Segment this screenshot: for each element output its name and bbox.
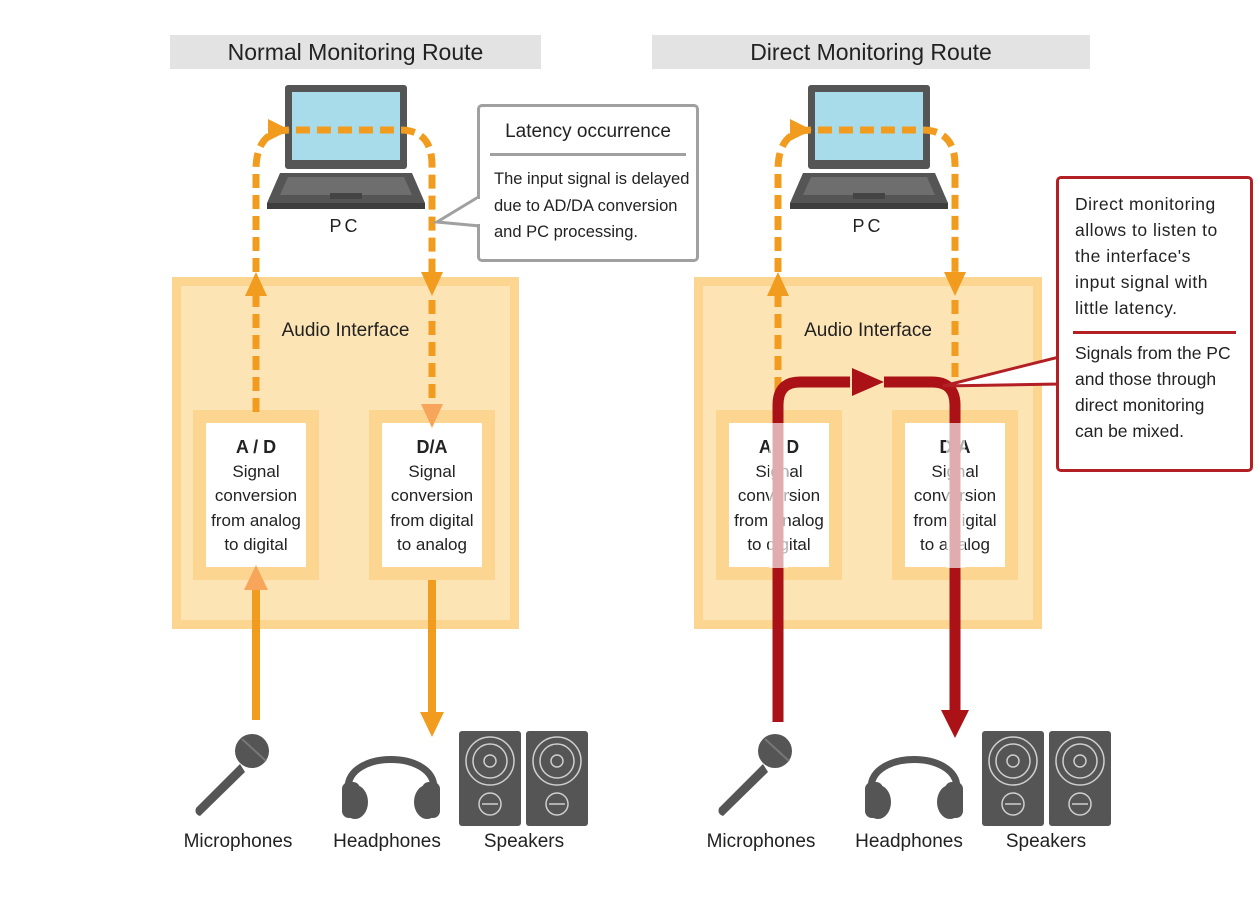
ad-line: from analog xyxy=(211,510,301,530)
direct-monitor-path xyxy=(769,368,969,738)
latency-line: The input signal is delayed xyxy=(494,170,690,188)
latency-callout: Latency occurrence The input signal is d… xyxy=(477,104,699,262)
speaker-icon-left-1 xyxy=(458,730,522,827)
speaker-icon-left-2 xyxy=(525,730,589,827)
pc-laptop-icon-right xyxy=(790,85,948,209)
latency-callout-pointer xyxy=(432,193,482,228)
microphones-label-left: Microphones xyxy=(183,831,293,852)
direct-route-title: Direct Monitoring Route xyxy=(652,35,1090,69)
direct-callout-line: Signals from the PC xyxy=(1075,343,1231,363)
normal-route-title: Normal Monitoring Route xyxy=(170,35,541,69)
microphone-icon-right xyxy=(717,733,793,817)
ad-title: A / D xyxy=(235,437,277,457)
direct-callout-line: input signal with xyxy=(1075,272,1209,292)
microphones-label-right: Microphones xyxy=(706,831,816,852)
headphones-label-right: Headphones xyxy=(855,831,963,852)
headphones-label-left: Headphones xyxy=(333,831,441,852)
audio-interface-label-right: Audio Interface xyxy=(804,320,932,341)
speakers-label-left: Speakers xyxy=(483,831,565,852)
ad-line: conversion xyxy=(214,486,298,505)
ad-line: to digital xyxy=(224,535,288,554)
da-line: Signal xyxy=(408,461,456,481)
normal-signal-path xyxy=(244,119,444,737)
direct-callout-line: the interface's xyxy=(1075,246,1191,266)
direct-callout-line: little latency. xyxy=(1075,298,1178,318)
audio-interface-label-left: Audio Interface xyxy=(281,320,410,341)
ad-line: Signal xyxy=(232,461,280,481)
latency-heading: Latency occurrence xyxy=(490,107,686,156)
da-title: D/A xyxy=(416,437,448,457)
direct-callout-line: allows to listen to xyxy=(1075,220,1218,240)
pc-signal-path xyxy=(767,119,966,412)
microphone-icon-left xyxy=(194,733,270,817)
da-converter-left: D/A Signal conversion from digital to an… xyxy=(369,410,495,580)
direct-callout-line: can be mixed. xyxy=(1075,421,1184,441)
headphones-icon-right xyxy=(865,760,963,820)
pc-laptop-icon-left xyxy=(267,85,425,209)
da-line: conversion xyxy=(390,486,474,505)
direct-callout-line: and those through xyxy=(1075,369,1217,389)
headphones-icon-left xyxy=(342,760,440,820)
direct-callout-line: direct monitoring xyxy=(1075,395,1205,415)
latency-line: due to AD/DA conversion xyxy=(494,196,678,215)
da-line: from digital xyxy=(390,510,474,530)
speaker-icon-right-1 xyxy=(981,730,1045,827)
pc-label-right: PC xyxy=(852,216,884,236)
latency-line: and PC processing. xyxy=(494,223,638,241)
speaker-icon-right-2 xyxy=(1048,730,1112,827)
direct-callout-line: Direct monitoring xyxy=(1075,194,1216,214)
da-line: to analog xyxy=(397,535,467,554)
ad-converter-left: A / D Signal conversion from analog to d… xyxy=(193,410,319,580)
pc-label-left: PC xyxy=(329,216,361,236)
callout-divider xyxy=(1073,331,1236,334)
speakers-label-right: Speakers xyxy=(1005,831,1087,852)
direct-monitoring-callout: Direct monitoring allows to listen to th… xyxy=(1056,176,1253,472)
direct-callout-pointer xyxy=(942,355,1061,388)
